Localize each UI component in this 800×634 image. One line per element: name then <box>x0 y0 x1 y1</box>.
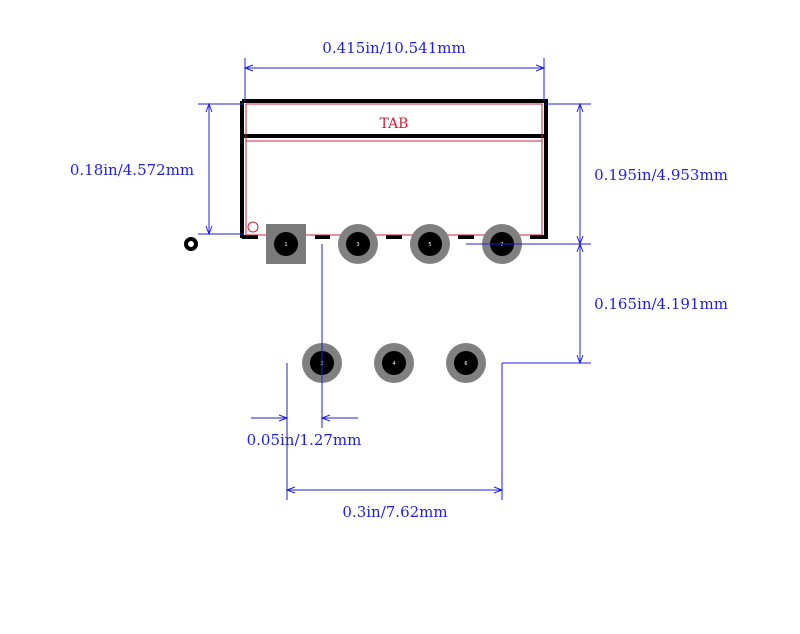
pad-5: 5 <box>410 224 450 264</box>
dim-label-right-height: 0.195in/4.953mm <box>594 166 728 184</box>
pad-number: 1 <box>284 242 287 248</box>
dim-row-span <box>285 363 504 500</box>
dim-right-height <box>466 102 591 246</box>
pad-number: 7 <box>500 242 503 248</box>
pads: 1 3 5 7 2 4 6 <box>266 224 522 383</box>
pad-hole <box>346 232 370 256</box>
courtyard <box>245 103 543 236</box>
tab-label: TAB <box>380 116 409 132</box>
pin1-marker <box>247 221 259 233</box>
pad-number: 4 <box>392 361 395 367</box>
dim-label-row-span: 0.3in/7.62mm <box>342 503 447 521</box>
dim-label-overall-width: 0.415in/10.541mm <box>322 39 465 57</box>
dim-overall-width <box>243 58 546 102</box>
pad-number: 5 <box>428 242 431 248</box>
dim-pin-pitch <box>251 244 358 500</box>
pad-hole <box>418 232 442 256</box>
dimension-lines <box>198 58 591 500</box>
pad-hole <box>454 351 478 375</box>
pad-4: 4 <box>374 343 414 383</box>
pad-1: 1 <box>266 224 306 264</box>
pad-number: 6 <box>464 361 467 367</box>
pad-6: 6 <box>446 343 486 383</box>
dim-row-spacing <box>502 242 591 365</box>
package-outline <box>240 99 548 239</box>
dim-label-body-height: 0.18in/4.572mm <box>70 161 194 179</box>
pad-hole <box>382 351 406 375</box>
pad-3: 3 <box>338 224 378 264</box>
courtyard-rect <box>245 103 543 236</box>
dim-label-pin-pitch: 0.05in/1.27mm <box>247 431 362 449</box>
pad-number: 3 <box>356 242 359 248</box>
pin1-indicator-dot <box>184 237 198 251</box>
dim-body-height <box>198 102 244 236</box>
dim-label-row-spacing: 0.165in/4.191mm <box>594 295 728 313</box>
pad-hole <box>274 232 298 256</box>
